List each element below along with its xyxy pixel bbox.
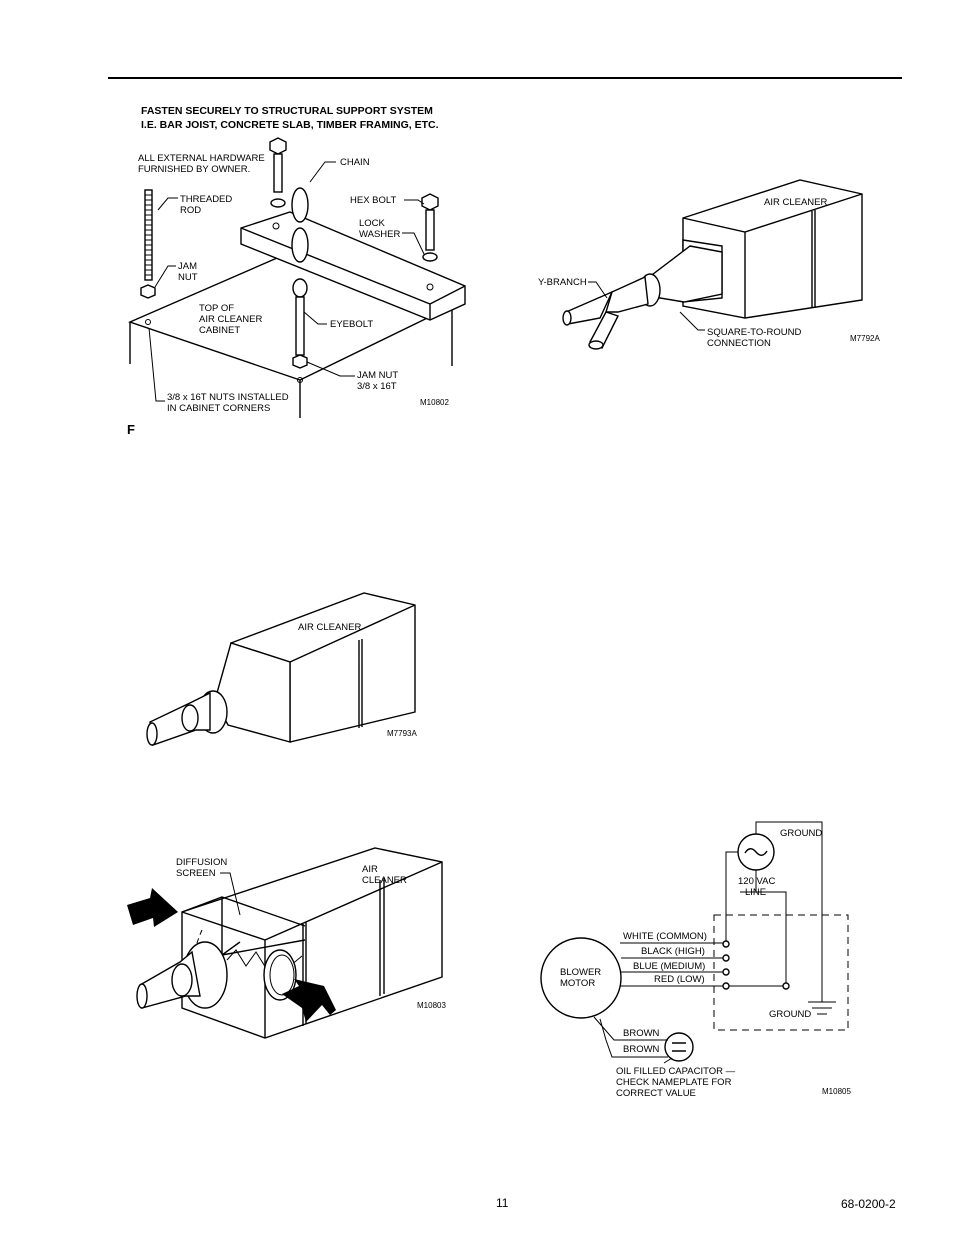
vac-label-1: 120 VAC — [738, 876, 775, 887]
blower-motor — [540, 937, 622, 1019]
jam-nut-label-2: NUT — [178, 272, 198, 283]
airflow-arrow-icon — [282, 979, 336, 1022]
threaded-label-1: THREADED — [180, 194, 232, 205]
header-rule — [108, 77, 902, 79]
page-number: 11 — [496, 1196, 509, 1210]
diffusion-label-1: DIFFUSION — [176, 857, 227, 868]
top-cabinet-label-2: AIR CLEANER — [199, 314, 262, 325]
hex-bolt-right-icon — [421, 193, 439, 262]
jam-nut-2-label-2: 3/8 x 16T — [357, 381, 397, 392]
wire-black-label: BLACK (HIGH) — [641, 946, 705, 957]
figure-hanging-hardware: FASTEN SECURELY TO STRUCTURAL SUPPORT SY… — [0, 0, 954, 440]
wire-blue-label: BLUE (MEDIUM) — [633, 961, 705, 972]
figure-y-branch: AIR CLEANER Y-BRANCH SQUARE-TO-ROUND CON… — [0, 0, 954, 440]
ground-bottom-label: GROUND — [769, 1009, 811, 1020]
hardware-label-1: ALL EXTERNAL HARDWARE — [138, 153, 265, 164]
y-branch-label: Y-BRANCH — [538, 277, 587, 288]
eyebolt-label: EYEBOLT — [330, 319, 373, 330]
wire-red-label: RED (LOW) — [654, 974, 705, 985]
fig4-air-label-2: CLEANER — [362, 875, 407, 886]
fig1-code: M10802 — [420, 398, 449, 407]
lock-washer-label-2: WASHER — [359, 229, 400, 240]
motor-label-1: BLOWER — [560, 967, 601, 978]
ground-top-label: GROUND — [780, 828, 822, 839]
fig3-code: M7793A — [387, 729, 417, 738]
fig5-code: M10805 — [822, 1087, 851, 1096]
figure-diffusion-screen: DIFFUSION SCREEN AIR CLEANER M10803 — [127, 847, 446, 1039]
vac-label-2: LINE — [745, 887, 766, 898]
fig1-title-line2: I.E. BAR JOIST, CONCRETE SLAB, TIMBER FR… — [141, 119, 439, 131]
nuts-label-1: 3/8 x 16T NUTS INSTALLED — [167, 392, 289, 403]
threaded-rod — [144, 189, 153, 281]
hex-bolt-left-icon — [269, 137, 287, 208]
air-cleaner-box — [181, 847, 443, 1039]
hardware-label-2: FURNISHED BY OWNER. — [138, 164, 250, 175]
junction-box — [713, 914, 849, 1031]
capacitor-label-3: CORRECT VALUE — [616, 1088, 696, 1099]
capacitor-label-1: OIL FILLED CAPACITOR — — [616, 1066, 736, 1077]
jam-nut-label-1: JAM — [178, 261, 197, 272]
jam-nut-icon — [140, 284, 156, 299]
brown-label-1: BROWN — [623, 1028, 660, 1039]
capacitor-label-2: CHECK NAMEPLATE FOR — [616, 1077, 732, 1088]
air-cleaner-box — [682, 179, 863, 319]
square-to-round-label-2: CONNECTION — [707, 338, 771, 349]
hex-bolt-label: HEX BOLT — [350, 195, 396, 206]
fig1-title-line1: FASTEN SECURELY TO STRUCTURAL SUPPORT SY… — [141, 105, 433, 117]
top-cabinet-label-1: TOP OF — [199, 303, 234, 314]
figure-wiring-diagram: GROUND 120 VAC LINE WHITE (COMMON) BLACK… — [540, 821, 851, 1099]
chain-label: CHAIN — [340, 157, 370, 168]
figure-straight-duct: AIR CLEANER M7793A — [146, 592, 417, 746]
chain-icon — [291, 187, 309, 383]
lock-washer-label-1: LOCK — [359, 218, 386, 229]
fig4-code: M10803 — [417, 1001, 446, 1010]
fig3-air-cleaner-label: AIR CLEANER — [298, 622, 361, 633]
nuts-label-2: IN CABINET CORNERS — [167, 403, 270, 414]
motor-label-2: MOTOR — [560, 978, 595, 989]
wire-white-label: WHITE (COMMON) — [623, 931, 707, 942]
threaded-label-2: ROD — [180, 205, 201, 216]
fig4-air-label-1: AIR — [362, 864, 378, 875]
ground-symbol-icon — [808, 1001, 836, 1015]
square-to-round-label-1: SQUARE-TO-ROUND — [707, 327, 801, 338]
document-number: 68-0200-2 — [841, 1197, 896, 1211]
diffusion-label-2: SCREEN — [176, 868, 216, 879]
fig2-air-cleaner-label: AIR CLEANER — [764, 197, 827, 208]
capacitor-icon — [664, 1032, 694, 1062]
brown-label-2: BROWN — [623, 1044, 660, 1055]
top-cabinet-label-3: CABINET — [199, 325, 240, 336]
jam-nut-2-label-1: JAM NUT — [357, 370, 398, 381]
transition-cone — [214, 642, 291, 743]
figure-letter: F — [127, 422, 135, 437]
fig2-code: M7792A — [850, 334, 880, 343]
airflow-arrow-icon — [127, 888, 178, 927]
